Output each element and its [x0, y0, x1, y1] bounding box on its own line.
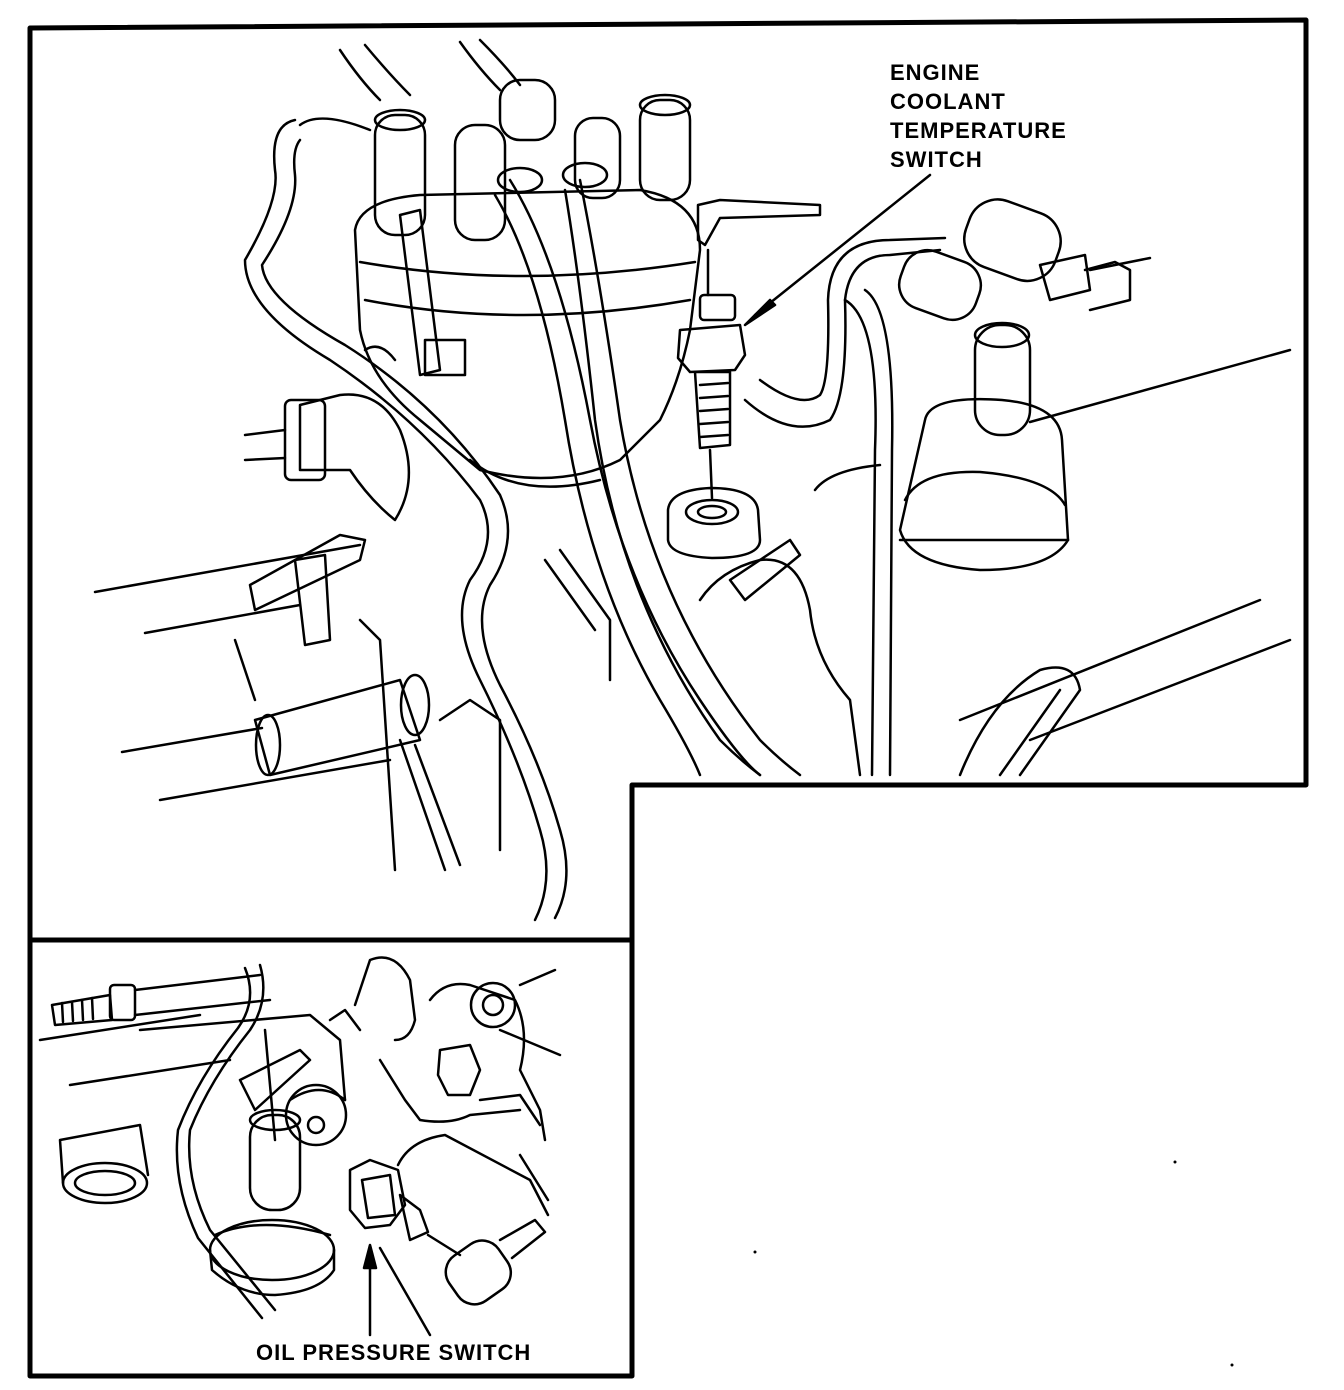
- oil-switch-inset-view: [38, 956, 562, 1337]
- ignition-wires: [493, 161, 802, 777]
- sender-unit: [208, 1048, 348, 1297]
- coolant-pipe: [743, 236, 947, 777]
- coolant-label-line-3: TEMPERATURE: [890, 118, 1067, 143]
- coolant-label-line-4: SWITCH: [890, 147, 983, 172]
- oil-leader: [362, 1243, 432, 1337]
- intake-manifold: [543, 463, 1082, 777]
- coolant-label-line-1: ENGINE: [890, 60, 981, 85]
- distributor-cap: [298, 38, 702, 488]
- coolant-label-line-2: COOLANT: [890, 89, 1006, 114]
- coolant-temp-switch: [666, 198, 822, 560]
- main-engine-view: [93, 38, 1292, 922]
- dipstick-tube: [187, 963, 277, 1312]
- throttle-linkage: [233, 533, 502, 872]
- oil-pressure-switch: [348, 1133, 550, 1306]
- vacuum-line: [243, 118, 568, 922]
- oil-pressure-switch-label: OIL PRESSURE SWITCH: [256, 1340, 532, 1365]
- engine-coolant-temperature-switch-label: ENGINE COOLANT TEMPERATURE SWITCH: [890, 58, 1067, 174]
- coolant-leader: [743, 173, 932, 327]
- vacuum-advance: [243, 345, 411, 522]
- temperature-sender: [897, 198, 1152, 572]
- main-view-frame: [27, 17, 1309, 1379]
